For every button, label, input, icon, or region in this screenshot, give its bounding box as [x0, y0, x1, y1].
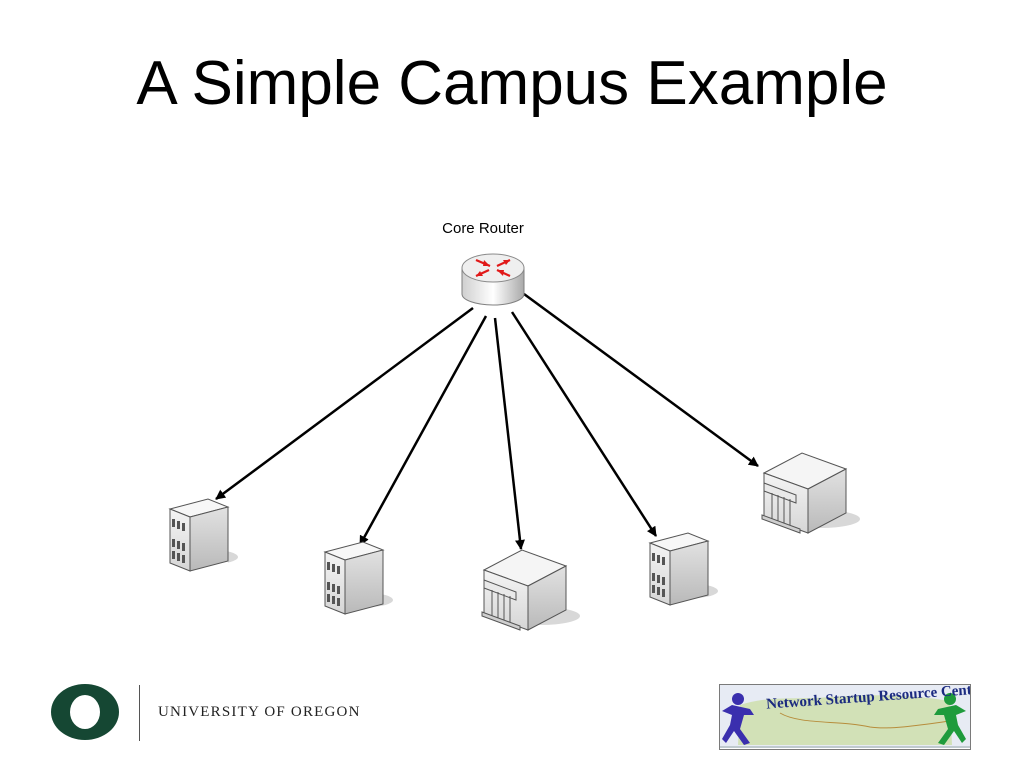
- nsrc-banner-text: Network Startup Resource Center: [765, 684, 971, 713]
- building-1: [168, 498, 238, 573]
- logo-divider: [139, 685, 140, 741]
- link-building-3: [493, 317, 525, 550]
- link-building-5: [523, 292, 759, 468]
- link-building-1: [215, 306, 474, 501]
- nsrc-banner: Network Startup Resource Center: [719, 684, 971, 750]
- person-right-icon: [934, 693, 966, 745]
- building-2: [323, 541, 393, 615]
- building-4: [648, 532, 718, 606]
- links: [215, 292, 759, 550]
- building-3: [481, 549, 580, 631]
- university-name: UNIVERSITY OF OREGON: [158, 704, 361, 720]
- link-building-2: [358, 315, 488, 546]
- core-router-label: Core Router: [442, 220, 524, 237]
- building-5: [761, 452, 860, 534]
- link-building-4: [510, 311, 658, 537]
- person-left-icon: [722, 693, 754, 745]
- slide-title: A Simple Campus Example: [136, 49, 888, 118]
- nsrc-logo: [720, 685, 970, 748]
- oregon-o-logo: [51, 684, 119, 740]
- router-icon: [461, 253, 525, 306]
